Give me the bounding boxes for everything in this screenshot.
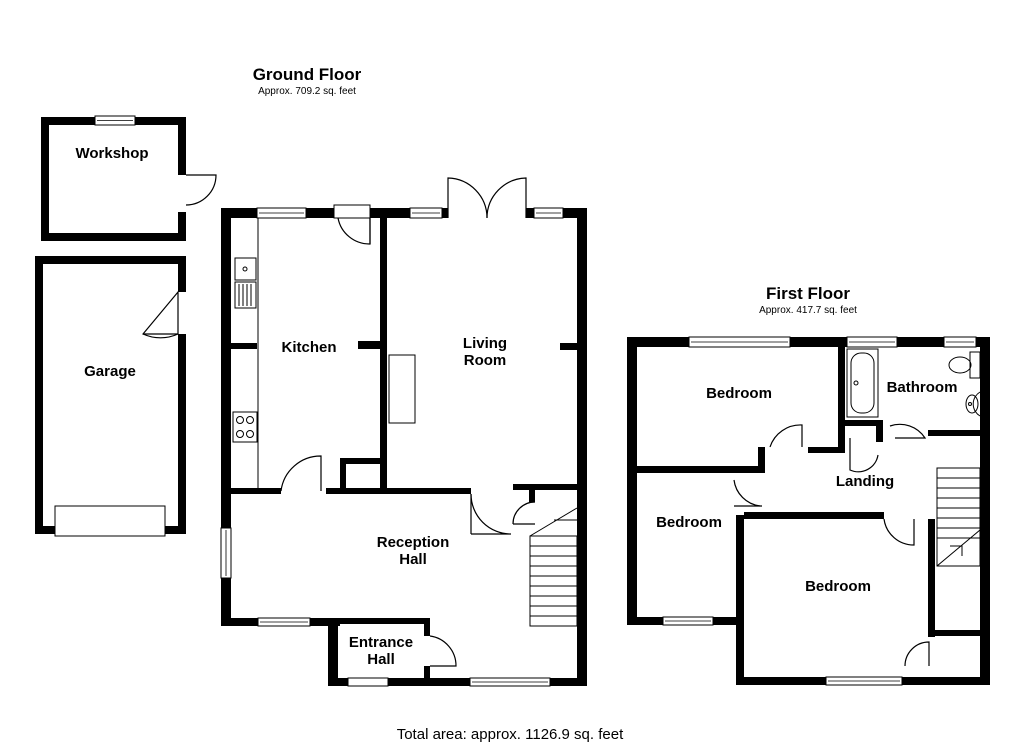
airing-cupboard-door (849, 438, 879, 473)
garage-side-door (142, 290, 179, 339)
ground-windows (220, 207, 564, 687)
label-living-2: Room (464, 352, 507, 369)
ground-floor-main (220, 177, 587, 687)
kitchen-hob (232, 411, 258, 443)
label-bedroom-left: Bedroom (656, 514, 722, 531)
label-entrance-2: Hall (367, 651, 395, 668)
entrance-door-frame (347, 677, 389, 687)
bathroom-door (889, 423, 927, 439)
garage (35, 256, 186, 537)
bedroom-top-door (769, 424, 803, 448)
label-garage: Garage (84, 363, 136, 380)
bedroom-main-door (883, 518, 915, 546)
label-landing: Landing (836, 473, 894, 490)
toilet (948, 351, 981, 379)
chimney-breast (388, 354, 416, 424)
label-workshop: Workshop (75, 145, 148, 162)
first-floor-area: Approx. 417.7 sq. feet (759, 305, 857, 316)
ground-staircase (529, 507, 578, 627)
bath (846, 348, 879, 418)
label-bedroom-top: Bedroom (706, 385, 772, 402)
label-bathroom: Bathroom (887, 379, 958, 396)
kitchen-back-door-frame (333, 204, 371, 219)
kitchen-door (280, 455, 322, 492)
ground-floor-title: Ground Floor (253, 65, 362, 84)
total-area: Total area: approx. 1126.9 sq. feet (397, 726, 624, 743)
label-bedroom-main: Bedroom (805, 578, 871, 595)
label-entrance-1: Entrance (349, 634, 413, 651)
bedroom-left-door (733, 479, 761, 507)
ground-floor-area: Approx. 709.2 sq. feet (258, 86, 356, 97)
first-staircase (936, 467, 981, 567)
entrance-door (429, 635, 457, 667)
cupboard-first-door (904, 641, 930, 667)
french-doors (447, 177, 527, 219)
living-door (470, 493, 512, 535)
cupboard-door (512, 501, 536, 525)
label-kitchen: Kitchen (281, 339, 336, 356)
workshop-door (185, 174, 217, 206)
kitchen-back-door (337, 217, 371, 245)
first-floor-title: First Floor (766, 284, 850, 303)
workshop (41, 115, 217, 241)
basin (965, 391, 981, 417)
label-reception-2: Hall (399, 551, 427, 568)
first-floor (627, 336, 990, 686)
garage-door (54, 505, 166, 537)
kitchen-sink (234, 257, 257, 309)
label-reception-1: Reception (377, 534, 450, 551)
label-living-1: Living (463, 335, 507, 352)
